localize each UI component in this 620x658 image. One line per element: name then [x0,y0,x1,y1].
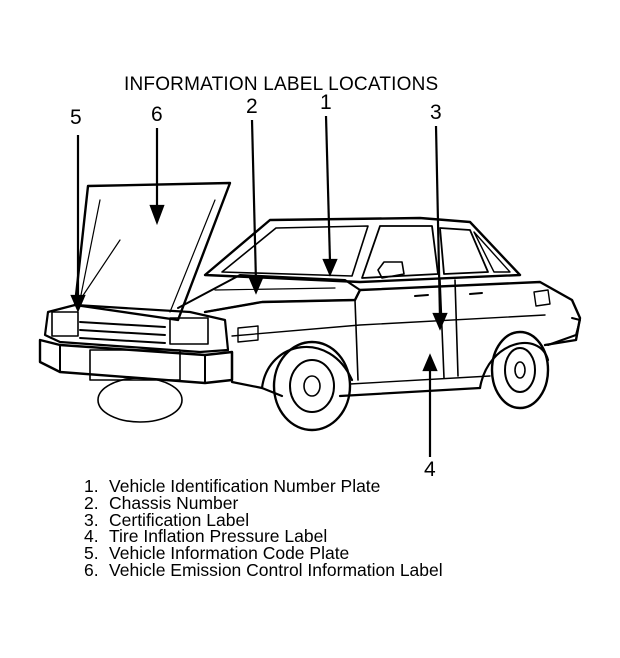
callout-6: 6 [151,103,163,126]
legend-item-1: 1.Vehicle Identification Number Plate [84,476,381,496]
legend-item-3: 3.Certification Label [84,509,250,530]
legend-item-2: 2.Chassis Number [84,492,239,513]
callout-3: 3 [430,101,442,124]
callout-4: 4 [424,458,436,481]
callout-2: 2 [246,95,258,118]
legend-list: 1.Vehicle Identification Number Plate 2.… [84,476,443,580]
legend-item-4: 4.Tire Inflation Pressure Label [84,526,328,547]
callout-5: 5 [70,106,82,129]
legend-item-5: 5.Vehicle Information Code Plate [84,543,350,564]
legend-item-6: 6.Vehicle Emission Control Information L… [84,559,443,580]
callout-1: 1 [320,91,332,114]
diagram-title: INFORMATION LABEL LOCATIONS [124,74,439,95]
